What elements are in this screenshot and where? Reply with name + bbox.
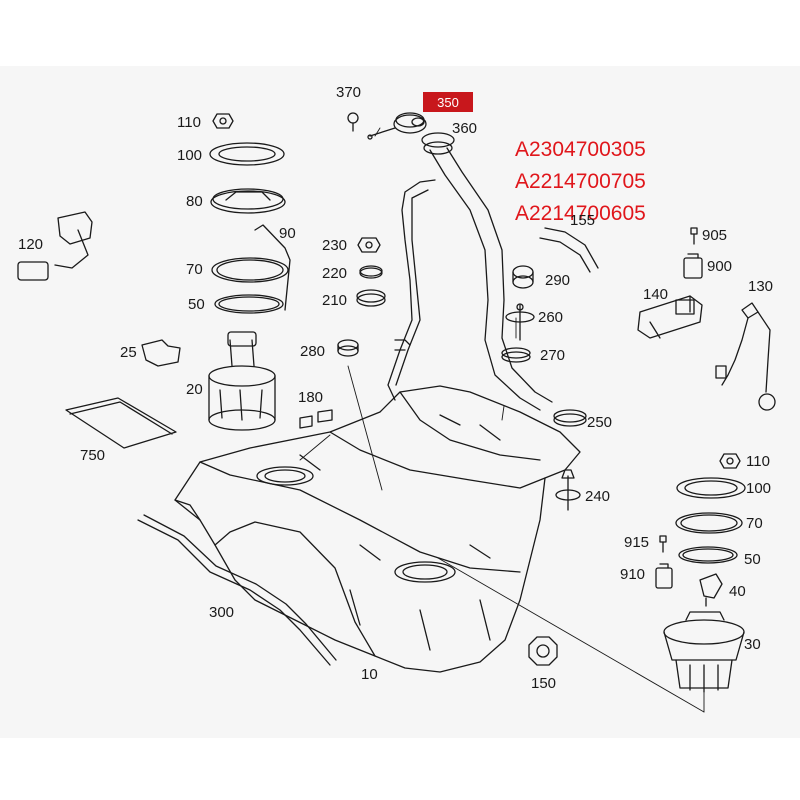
- part-140-sensor: [637, 295, 703, 339]
- part-210-bush: [356, 289, 386, 307]
- part-90-rod: [254, 224, 291, 311]
- part-30-pump: [663, 611, 745, 693]
- part-110-nut-right: [719, 453, 741, 469]
- part-220-washer: [359, 265, 383, 279]
- callout-70-right: 70: [746, 515, 763, 532]
- part-910-connector: [655, 563, 673, 589]
- diagram-frame: [0, 66, 800, 738]
- callout-90: 90: [279, 225, 296, 242]
- part-70-ring-right: [675, 512, 743, 534]
- part-130-float-sender: [715, 302, 776, 411]
- part-110-nut-top: [212, 113, 234, 129]
- callout-155: 155: [570, 212, 596, 229]
- part-250-bush: [553, 409, 587, 427]
- callout-130: 130: [748, 278, 774, 295]
- part-915-screw: [659, 535, 667, 553]
- part-20-pump-module: [208, 331, 276, 431]
- part-150-cap: [528, 636, 558, 666]
- part-290-grommet: [512, 265, 534, 289]
- part-240-valve: [555, 469, 581, 511]
- filler-neck-pipe: [387, 132, 553, 411]
- part-40-sensor: [699, 573, 723, 607]
- part-230-nut: [357, 237, 381, 253]
- callout-40: 40: [729, 583, 746, 600]
- callout-290: 290: [545, 272, 571, 289]
- part-80-cover: [210, 188, 286, 214]
- callout-20: 20: [186, 381, 203, 398]
- part-number-2: A2214700705: [515, 170, 646, 193]
- callout-10: 10: [361, 666, 378, 683]
- callout-30: 30: [744, 636, 761, 653]
- fuel-tank-part-10: [174, 385, 581, 673]
- part-100-ring-right: [676, 477, 746, 499]
- callout-900: 900: [707, 258, 733, 275]
- callout-370: 370: [336, 84, 362, 101]
- callout-120: 120: [18, 236, 44, 253]
- part-260-valve: [505, 303, 535, 341]
- callout-100-right: 100: [746, 480, 772, 497]
- part-25-clip: [141, 339, 181, 367]
- part-370-screw: [347, 112, 396, 140]
- callout-150: 150: [531, 675, 557, 692]
- callout-300: 300: [209, 604, 235, 621]
- callout-50-top: 50: [188, 296, 205, 313]
- callout-350-highlight: 350: [423, 92, 473, 112]
- callout-240: 240: [585, 488, 611, 505]
- part-900-connector: [683, 253, 703, 279]
- callout-110-right: 110: [746, 453, 770, 470]
- callout-280: 280: [300, 343, 326, 360]
- part-number-1: A2304700305: [515, 138, 646, 161]
- callout-210: 210: [322, 292, 348, 309]
- callout-905: 905: [702, 227, 728, 244]
- callout-910: 910: [620, 566, 646, 583]
- callout-270: 270: [540, 347, 566, 364]
- part-180-gasket: [299, 409, 333, 429]
- part-155-hose: [539, 227, 599, 273]
- callout-250: 250: [587, 414, 613, 431]
- leader-lines: [299, 127, 705, 713]
- callout-915: 915: [624, 534, 650, 551]
- callout-110-top: 110: [177, 114, 201, 131]
- part-120-sender: [17, 211, 93, 281]
- callout-80: 80: [186, 193, 203, 210]
- part-300-strap: [137, 514, 337, 666]
- part-270-bush: [501, 347, 531, 363]
- part-360-cap: [393, 112, 427, 134]
- part-905-screw: [690, 227, 698, 245]
- part-50-seal-right: [678, 546, 738, 564]
- callout-230: 230: [322, 237, 348, 254]
- part-50-seal-top: [214, 294, 284, 314]
- callout-50-right: 50: [744, 551, 761, 568]
- callout-750: 750: [80, 447, 106, 464]
- part-number-3: A2214700605: [515, 202, 646, 225]
- callout-260: 260: [538, 309, 564, 326]
- callout-140: 140: [643, 286, 669, 303]
- callout-25: 25: [120, 344, 137, 361]
- part-70-ring-top: [211, 257, 289, 283]
- callout-360: 360: [452, 120, 478, 137]
- callout-70-top: 70: [186, 261, 203, 278]
- callout-220: 220: [322, 265, 348, 282]
- part-750-pad: [65, 397, 177, 449]
- callout-180: 180: [298, 389, 324, 406]
- part-280-stud: [337, 339, 359, 357]
- callout-100-top: 100: [177, 147, 203, 164]
- part-100-ring-top: [209, 142, 285, 166]
